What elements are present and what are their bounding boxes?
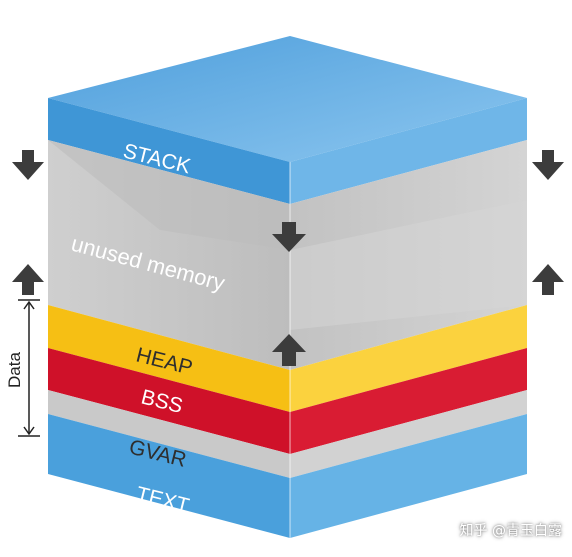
stack-band-right: [290, 98, 527, 204]
down-arrow-icon: [12, 150, 44, 180]
unused-inner-light: [290, 200, 527, 330]
bss-band-right: [290, 348, 527, 454]
up-arrow-icon: [12, 264, 44, 295]
heap-band-left: [48, 305, 290, 412]
watermark: 知乎 @青玉白露: [459, 523, 562, 539]
unused-inner-shade: [48, 140, 290, 250]
text-band-right: [290, 414, 527, 538]
gvar-band-left: [48, 390, 290, 478]
heap-band-right: [290, 305, 527, 412]
up-arrow-icon: [532, 264, 564, 295]
gvar-band-right: [290, 390, 527, 478]
text-band-left: [48, 414, 290, 538]
bss-band-left: [48, 348, 290, 454]
stack-band-left: [48, 98, 290, 204]
cube-top-face: [48, 36, 527, 162]
down-arrow-icon: [532, 150, 564, 180]
up-arrow-icon: [272, 334, 306, 366]
down-arrow-icon: [272, 222, 306, 252]
data-bracket: [18, 299, 40, 437]
data-bracket-label: Data: [5, 352, 24, 388]
